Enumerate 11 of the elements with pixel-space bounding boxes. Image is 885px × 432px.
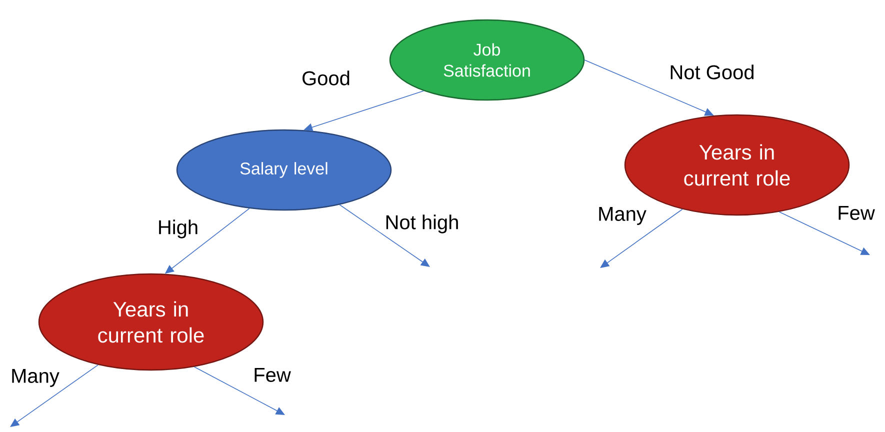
arrow [10,364,98,427]
edge-label: Good [302,70,350,86]
edge-label: Few [254,368,291,382]
edge-label: Not Good [670,64,754,80]
arrow [600,208,683,268]
edge-label: High [159,220,198,238]
edge-label: Not high [386,214,458,234]
arrow [778,212,870,255]
edge-label: Many [12,369,60,387]
arrow [339,204,430,267]
arrow [194,366,285,415]
